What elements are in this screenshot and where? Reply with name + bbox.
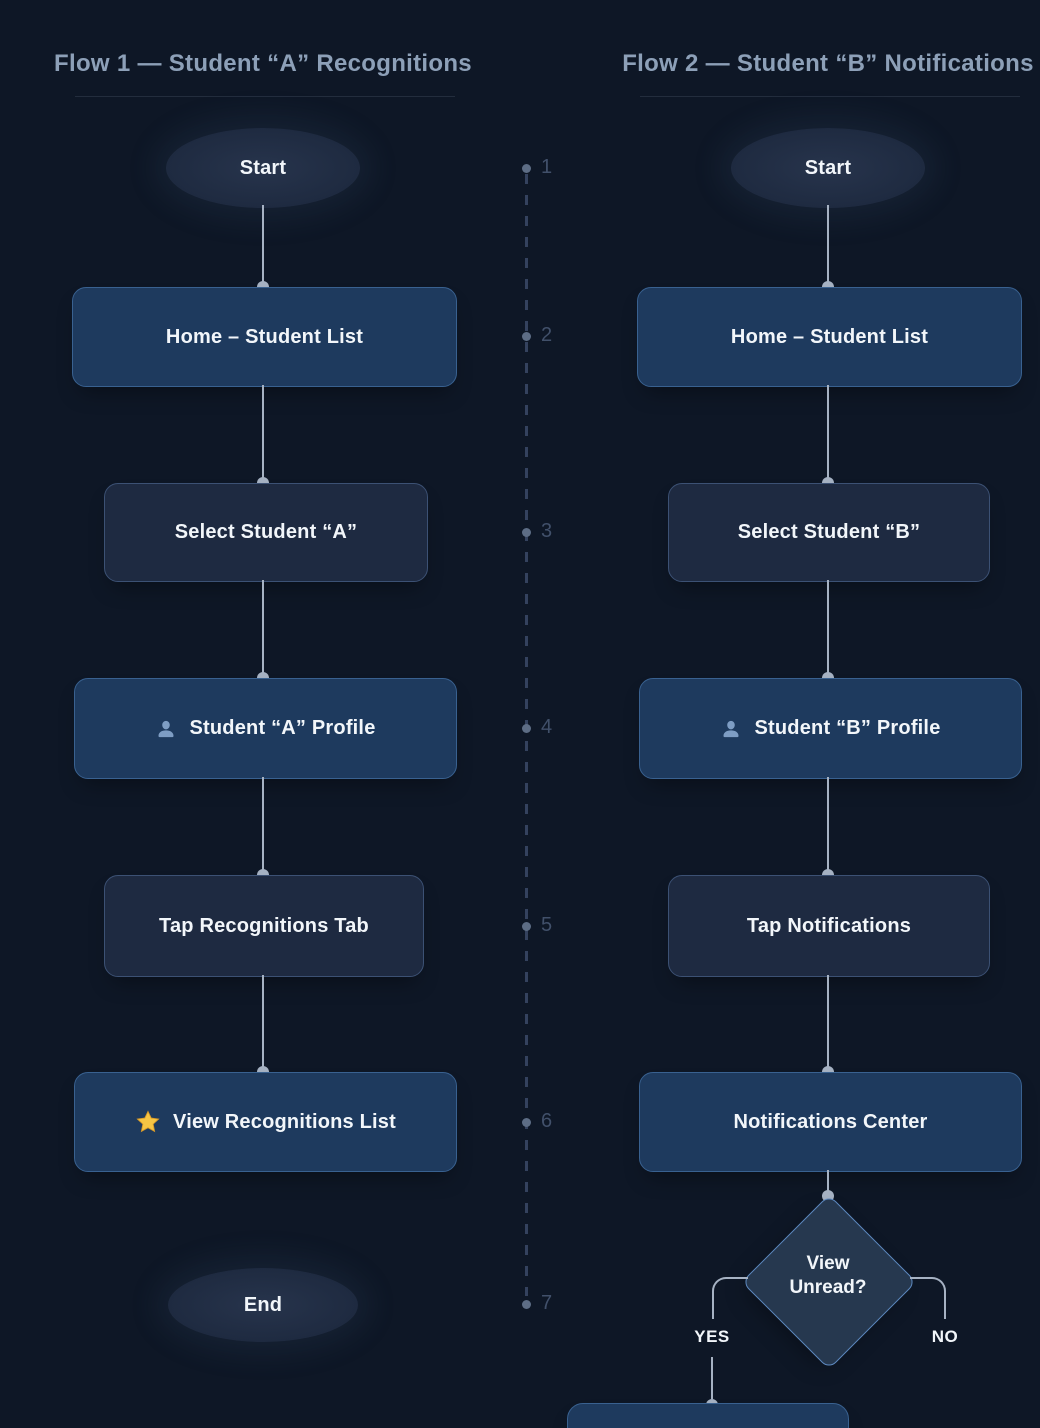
- flow2-connector-line: [827, 777, 829, 875]
- star-icon: [135, 1109, 161, 1135]
- timeline-dot-7: [522, 1300, 531, 1309]
- flow1-end-label: End: [243, 1293, 283, 1316]
- flow2-connector-line: [827, 580, 829, 678]
- yes-label: YES: [694, 1327, 730, 1346]
- decision-label-line2: Unread?: [789, 1277, 867, 1298]
- flow2-node-tap-notifications: Tap Notifications: [668, 875, 990, 977]
- flow2-title: Flow 2 — Student “B” Notifications: [622, 50, 1034, 77]
- timeline-step-label-6: 6: [541, 1110, 553, 1132]
- timeline-step-label-3: 3: [541, 520, 553, 542]
- flow2-node-select-student-b: Select Student “B”: [668, 483, 990, 582]
- flow2-connector-line: [827, 1170, 829, 1196]
- yes-branch-line: [711, 1357, 713, 1399]
- flow1-connector-line: [262, 975, 264, 1072]
- decision-label-line1: View: [806, 1253, 850, 1274]
- person-icon: [155, 718, 177, 740]
- flow2-node-label: Tap Notifications: [746, 914, 912, 937]
- timeline-dot-4: [522, 724, 531, 733]
- flow1-title-rule: [75, 96, 455, 97]
- flow1-start-label: Start: [239, 156, 287, 179]
- flow2-start-label: Start: [804, 156, 852, 179]
- flow2-next-node-partial: [567, 1403, 849, 1428]
- flow1-connector-line: [262, 205, 264, 287]
- flow1-connector-line: [262, 580, 264, 678]
- timeline-dot-5: [522, 922, 531, 931]
- flow1-node-label: Tap Recognitions Tab: [159, 914, 369, 937]
- flow2-node-label: Home – Student List: [730, 325, 929, 348]
- timeline-step-label-4: 4: [541, 716, 553, 738]
- flow2-node-home-student-list: Home – Student List: [637, 287, 1022, 387]
- timeline-step-label-7: 7: [541, 1292, 553, 1314]
- timeline-dot-6: [522, 1118, 531, 1127]
- flow1-node-student-a-profile: Student “A” Profile: [74, 678, 457, 779]
- timeline-dot-3: [522, 528, 531, 537]
- flow2-node-label: Notifications Center: [733, 1110, 928, 1133]
- flow2-node-notifications-center: Notifications Center: [639, 1072, 1022, 1172]
- flow2-title-rule: [640, 96, 1020, 97]
- no-label: NO: [931, 1327, 959, 1346]
- flow1-node-label: Home – Student List: [165, 325, 364, 348]
- flow1-title: Flow 1 — Student “A” Recognitions: [54, 50, 472, 77]
- flow2-start-node: Start: [731, 128, 925, 208]
- flow2-connector-line: [827, 975, 829, 1072]
- flow1-node-tap-recognitions-tab: Tap Recognitions Tab: [104, 875, 424, 977]
- flow1-end-node: End: [168, 1268, 358, 1342]
- no-branch-elbow: [910, 1277, 946, 1319]
- yes-branch-elbow: [712, 1277, 748, 1319]
- flow2-connector-line: [827, 205, 829, 287]
- timeline-step-label-5: 5: [541, 914, 553, 936]
- flow1-connector-line: [262, 385, 264, 483]
- flow1-node-label: View Recognitions List: [173, 1110, 396, 1133]
- flow1-node-label: Student “A” Profile: [189, 717, 376, 739]
- flow1-node-view-recognitions-list: View Recognitions List: [74, 1072, 457, 1172]
- person-icon: [720, 718, 742, 740]
- timeline-dashed-line: [525, 174, 528, 1296]
- flow1-node-label: Select Student “A”: [174, 521, 358, 543]
- flow1-connector-line: [262, 777, 264, 875]
- timeline-dot-1: [522, 164, 531, 173]
- flow2-node-label: Student “B” Profile: [754, 717, 941, 739]
- flow1-node-home-student-list: Home – Student List: [72, 287, 457, 387]
- flow2-node-student-b-profile: Student “B” Profile: [639, 678, 1022, 779]
- timeline-step-label-2: 2: [541, 324, 553, 346]
- flow2-node-label: Select Student “B”: [737, 521, 921, 543]
- flow2-decision-label: View Unread?: [758, 1252, 898, 1300]
- flow1-start-node: Start: [166, 128, 360, 208]
- timeline-dot-2: [522, 332, 531, 341]
- flow1-node-select-student-a: Select Student “A”: [104, 483, 428, 582]
- timeline-step-label-1: 1: [541, 156, 553, 178]
- flow2-connector-line: [827, 385, 829, 483]
